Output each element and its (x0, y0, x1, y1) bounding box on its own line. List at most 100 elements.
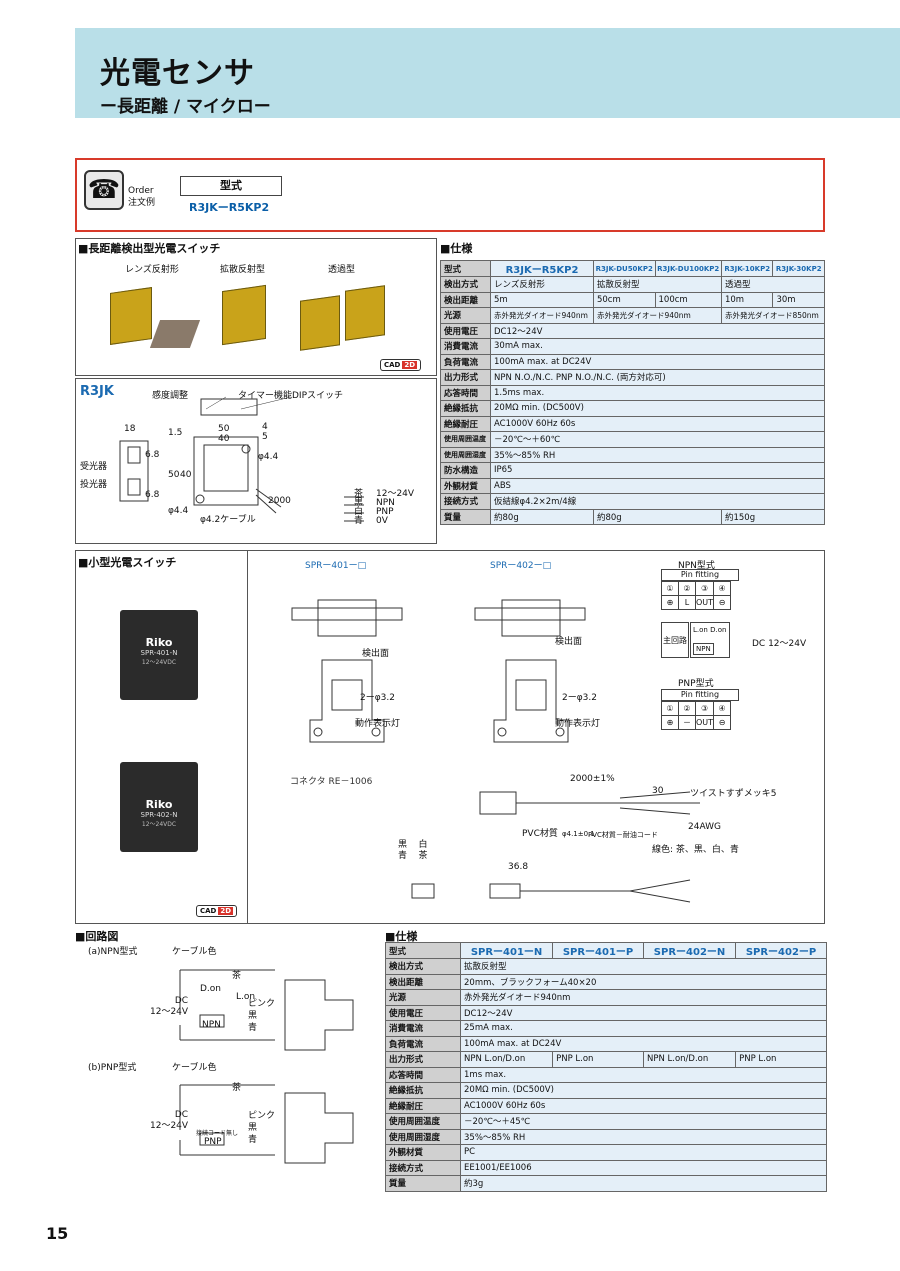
cable-colors-label: 線色: 茶、黒、白、青 (652, 845, 739, 855)
page-title: 光電センサ (100, 56, 255, 91)
npn-lon-label: L.on (236, 992, 256, 1002)
spr401-photo: Riko SPR-401-N 12～24VDC (120, 610, 198, 700)
dim-40v: 40 (180, 470, 192, 480)
sensor-photo-through-a (300, 295, 340, 351)
photo-label-1: レンズ反射形 (125, 265, 179, 275)
r3jk-drawing-title: R3JK (80, 384, 114, 399)
r3jk-drawing-panel (75, 378, 437, 544)
connector-wires: 黒 白 青 茶 (398, 840, 428, 861)
r3jk-sensitivity-label: 感度調整 (152, 391, 189, 401)
r3jk-cable-label: φ4.2ケーブル (200, 515, 256, 525)
sensor-photo-diffuse (222, 284, 266, 346)
pnp-circuit-label: (b)PNP型式 (88, 1063, 137, 1073)
r3jk-phi-label-b: φ4.4 (258, 452, 279, 462)
spec2-table: 型式 SPRー401ーN SPRー401ーP SPRー402ーN SPRー402… (385, 942, 827, 1192)
page-number: 15 (46, 1224, 69, 1243)
cable-color-label-2: ケーブル色 (172, 1063, 217, 1073)
r3jk-timer-label: タイマー機能DIPスイッチ (238, 391, 344, 401)
npn-wire-names-2: ピンク黒青 (248, 999, 276, 1033)
cable-color-label-1: ケーブル色 (172, 947, 217, 957)
table-row: 光源赤外発光ダイオード940nm (385, 989, 827, 1006)
table-row: 使用周囲温度－20℃～＋60℃ (440, 431, 825, 448)
r3jk-receiver-label: 受光器 (80, 462, 108, 472)
tmp-cord-label: 接続コード無し (196, 1130, 239, 1137)
dim-1-5: 1.5 (168, 428, 183, 438)
main-circuit-box: 主回路 (661, 622, 689, 658)
sensor-photo-lens (110, 287, 152, 345)
section1-title: ■長距離検出型光電スイッチ (78, 242, 221, 255)
table-row: 質量約3g (385, 1175, 827, 1192)
spr402-drawing-title: SPRー402ー□ (490, 561, 552, 571)
r3jk-drawing (119, 396, 364, 522)
pnp-pin-title: PNP型式 (678, 679, 714, 689)
section2-title: ■小型光電スイッチ (78, 556, 177, 569)
section3-title: ■回路図 (75, 930, 119, 943)
cable-pvc-label: PVC材質 (522, 829, 558, 839)
hole-label-1: 2ーφ3.2 (360, 693, 395, 703)
order-box (75, 158, 825, 232)
npn-circuit-label: (a)NPN型式 (88, 947, 138, 957)
cable-length-label: 2000±1% (570, 774, 615, 784)
dim-18: 18 (124, 424, 136, 434)
phone-icon: ☎ (84, 170, 124, 210)
cable-dim36: 36.8 (508, 862, 529, 872)
npn-dc-label: DC 12～24V (752, 639, 807, 649)
dim-4: 4 (262, 422, 268, 432)
spr-drawings (291, 599, 586, 743)
table-row: 検出方式拡散反射型 (385, 958, 827, 975)
pnp-pin-fitting: Pin fitting (661, 689, 739, 701)
pnp-wire-names-2: ピンク黒青 (248, 1111, 276, 1145)
spr402-photo: Riko SPR-402-N 12～24VDC (120, 762, 198, 852)
dim-2000: 2000 (268, 496, 291, 506)
spec1-table: 型式 R3JKーR5KP2 R3JK-DU50KP2 R3JK-DU100KP2… (440, 260, 826, 525)
pnp-tag: PNP (204, 1137, 222, 1147)
detect-face-label-1: 検出面 (362, 649, 390, 659)
cable-twist-label: ツイストすずメッキ5 (690, 789, 777, 799)
spec1-title: ■仕様 (440, 242, 473, 255)
photo-label-2: 拡散反射型 (220, 265, 266, 275)
dim-6-8a: 6.8 (145, 450, 160, 460)
npn-don-label: D.on (200, 984, 222, 994)
hole-label-2: 2ーφ3.2 (562, 693, 597, 703)
table-row: 使用周囲温度－20℃～＋45℃ (385, 1113, 827, 1130)
cable-drawing (411, 791, 700, 903)
spr401-drawing-title: SPRー401ー□ (305, 561, 367, 571)
npn-pin-fitting: Pin fitting (661, 569, 739, 581)
table-row: 型式 SPRー401ーN SPRー401ーP SPRー402ーN SPRー402… (385, 942, 827, 959)
dim-6-8b: 6.8 (145, 490, 160, 500)
pnp-wire-name-1: 茶 (232, 1083, 242, 1093)
photo-label-3: 透過型 (328, 265, 356, 275)
dim-50v: 50 (168, 470, 180, 480)
npn-wire-names: 茶 (232, 971, 242, 981)
order-example: R3JKーR5KP2 (189, 201, 270, 214)
dim-50: 50 (218, 424, 230, 434)
page-subtitle: ー長距離 / マイクロー (100, 97, 271, 117)
dim-40: 40 (218, 434, 230, 444)
npn-circuit-box: L.on D.on NPN (690, 622, 730, 658)
small-sensor-panel (75, 550, 825, 924)
npn-pin-title: NPN型式 (678, 561, 715, 571)
